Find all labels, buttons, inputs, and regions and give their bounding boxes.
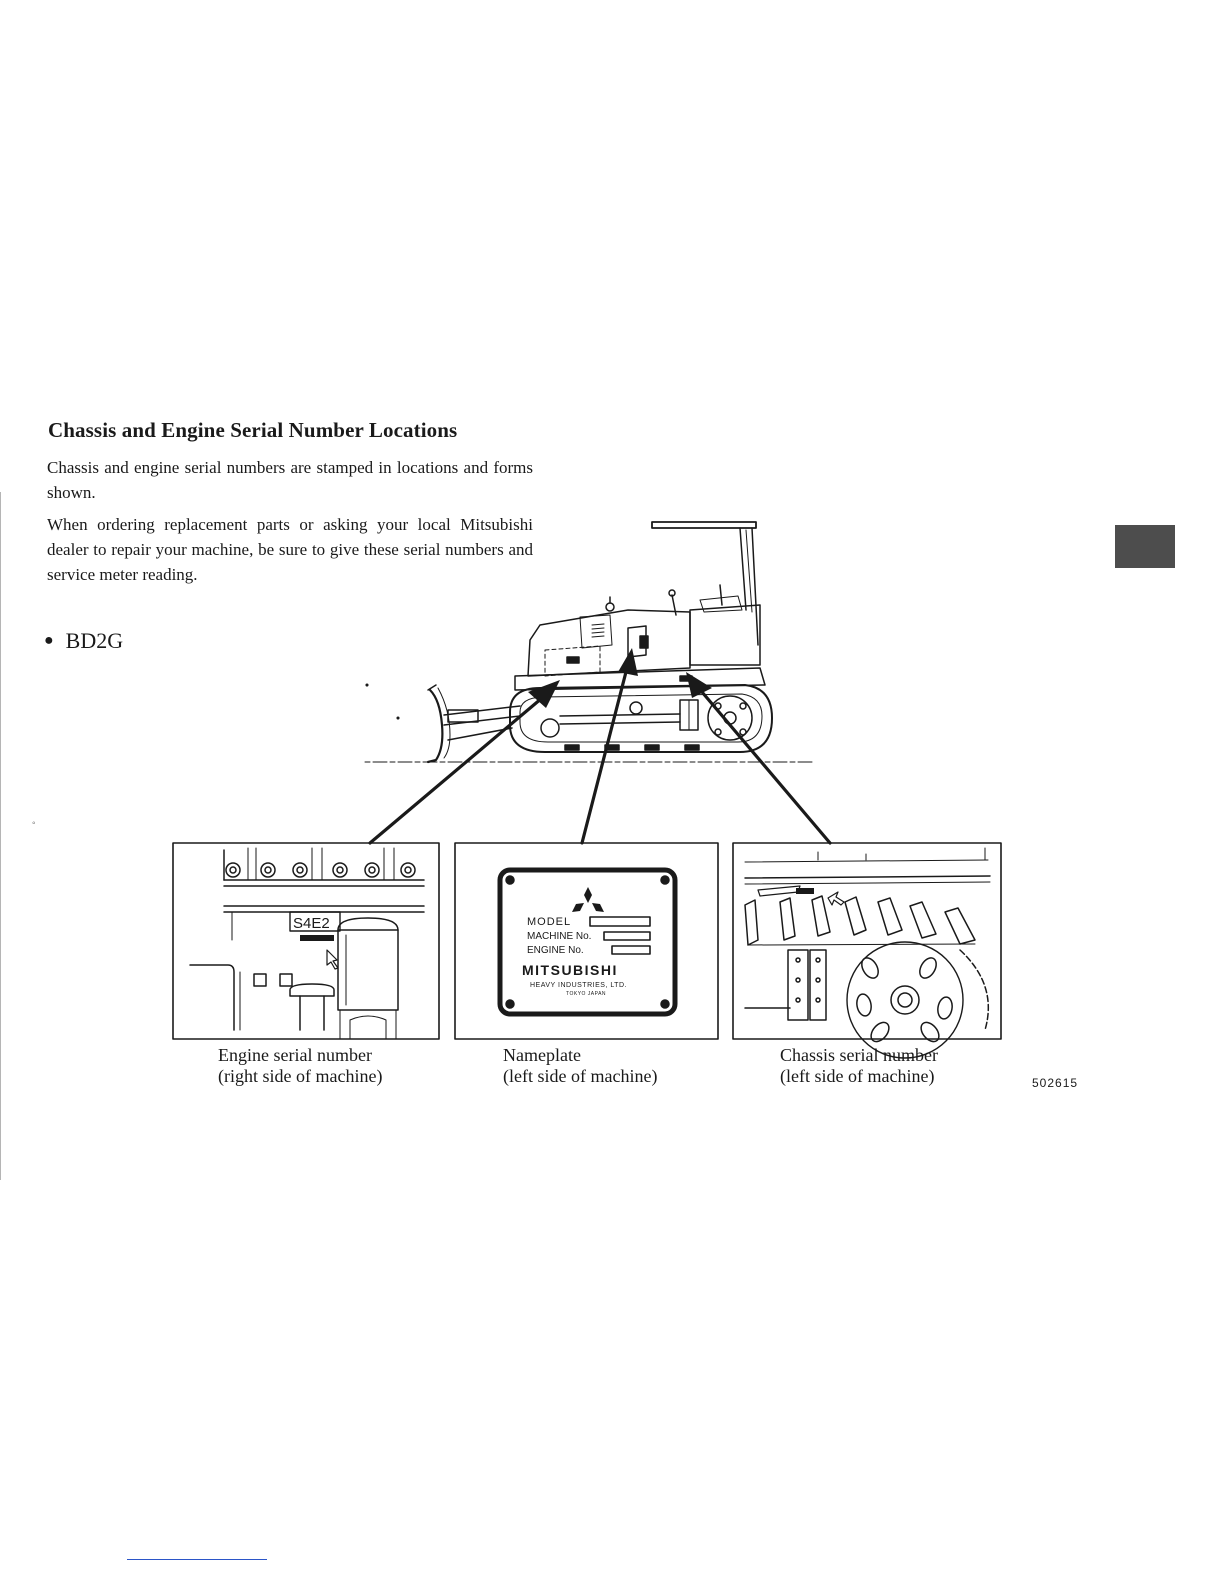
chassis-caption: Chassis serial number (left side of mach… xyxy=(780,1045,938,1087)
engine-caption-title: Engine serial number xyxy=(218,1045,372,1065)
footnote-rule xyxy=(127,1559,267,1560)
nameplate-caption-side: (left side of machine) xyxy=(503,1066,658,1086)
mitsubishi-logo-icon xyxy=(584,887,592,903)
nameplate-panel: MODEL MACHINE No. ENGINE No. MITSUBISHI … xyxy=(454,842,719,1040)
nameplate-machine-label: MACHINE No. xyxy=(527,931,591,942)
chassis-caption-side: (left side of machine) xyxy=(780,1066,935,1086)
nameplate-engine-label: ENGINE No. xyxy=(527,945,584,956)
page-edge-line xyxy=(0,492,1,1180)
nameplate-caption-title: Nameplate xyxy=(503,1045,581,1065)
nameplate-brand: MITSUBISHI xyxy=(522,962,618,978)
model-heading: ● BD2G xyxy=(44,628,123,654)
chassis-serial-panel xyxy=(732,842,1002,1059)
engine-caption: Engine serial number (right side of mach… xyxy=(218,1045,382,1087)
engine-stamp-text: S4E2 xyxy=(293,915,330,932)
figure-code: 502615 xyxy=(1032,1076,1079,1090)
nameplate-company: HEAVY INDUSTRIES, LTD. xyxy=(530,982,627,989)
location-arrows xyxy=(368,648,832,845)
model-name: BD2G xyxy=(65,628,124,653)
section-title: Chassis and Engine Serial Number Locatio… xyxy=(48,418,458,442)
nameplate-model-label: MODEL xyxy=(527,916,571,928)
bullet-icon: ● xyxy=(44,632,54,649)
engine-serial-panel: S4E2 xyxy=(172,842,440,1040)
bulldozer-illustration xyxy=(364,521,816,764)
intro-paragraph: Chassis and engine serial numbers are st… xyxy=(47,458,533,502)
print-mark: ◦ xyxy=(32,818,36,829)
chassis-caption-title: Chassis serial number xyxy=(780,1045,938,1065)
nameplate-caption: Nameplate (left side of machine) xyxy=(503,1045,657,1087)
serial-location-figure: S4E2 MODEL MACHINE No. ENGI xyxy=(172,521,1002,1059)
ordering-paragraph: When ordering replacement parts or askin… xyxy=(47,515,533,584)
nameplate-city: TOKYO JAPAN xyxy=(566,991,606,997)
section-tab-marker xyxy=(1115,525,1175,568)
engine-caption-side: (right side of machine) xyxy=(218,1066,383,1086)
